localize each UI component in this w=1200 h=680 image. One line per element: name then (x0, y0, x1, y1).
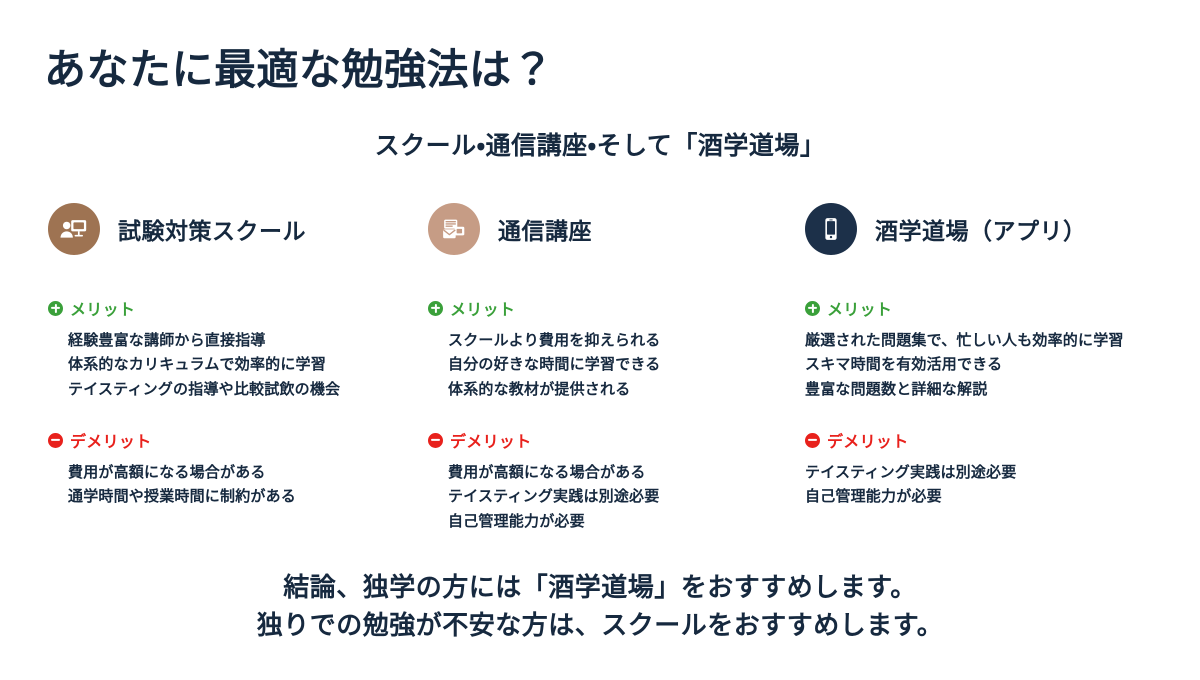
demerit-label-row: デメリット (805, 428, 1175, 452)
merit-label-row: メリット (428, 296, 798, 320)
list-item: 厳選された問題集で、忙しい人も効率的に学習 (805, 332, 1124, 349)
column-title: 試験対策スクール (118, 218, 306, 244)
plus-circle-icon (805, 300, 820, 316)
merit-label: メリット (450, 302, 516, 319)
presentation-person-icon (48, 203, 100, 255)
merit-list: スクールより費用を抑えられる 自分の好きな時間に学習できる 体系的な教材が提供さ… (428, 329, 798, 402)
demerit-label: デメリット (450, 434, 532, 451)
list-item: 豊富な問題数と詳細な解説 (805, 380, 988, 398)
minus-circle-icon (805, 432, 820, 448)
demerit-label: デメリット (827, 434, 909, 451)
comparison-column-app: 酒学道場（アプリ） メリット 厳選された問題集で、忙しい人も効率的に学習 スキマ… (805, 200, 1175, 505)
column-header: 試験対策スクール (48, 200, 418, 258)
column-title: 酒学道場（アプリ） (875, 218, 1087, 244)
page-title: あなたに最適な勉強法は？ (44, 46, 555, 94)
demerit-block: デメリット 費用が高額になる場合がある 通学時間や授業時間に制約がある (48, 428, 418, 510)
plus-circle-icon (428, 300, 443, 316)
merit-label-row: メリット (48, 296, 418, 320)
column-header: 酒学道場（アプリ） (805, 200, 1175, 258)
mail-envelope-icon (428, 203, 480, 255)
plus-circle-icon (48, 300, 63, 316)
comparison-column-correspondence: 通信講座 メリット スクールより費用を抑えられる 自分の好きな時間に学習できる … (428, 200, 798, 530)
merit-list: 厳選された問題集で、忙しい人も効率的に学習 スキマ時間を有効活用できる 豊富な問… (805, 329, 1175, 402)
merit-label-row: メリット (805, 296, 1175, 320)
conclusion-text: 結論、独学の方には「酒学道場」をおすすめします。 独りでの勉強が不安な方は、スク… (0, 568, 1200, 645)
page-subtitle: スクール・通信講座・そして「酒学道場」 (374, 132, 826, 160)
list-item: 自己管理能力が必要 (805, 488, 942, 506)
demerit-list: テイスティング実践は別途必要 自己管理能力が必要 (805, 461, 1175, 510)
merit-block: メリット スクールより費用を抑えられる 自分の好きな時間に学習できる 体系的な教… (428, 296, 798, 402)
list-item: 費用が高額になる場合がある (448, 464, 646, 481)
demerit-label-row: デメリット (428, 428, 798, 452)
list-item: 体系的な教材が提供される (448, 380, 631, 398)
list-item: 経験豊富な講師から直接指導 (68, 332, 266, 349)
demerit-label: デメリット (70, 434, 152, 451)
merit-label: メリット (827, 302, 893, 319)
column-title: 通信講座 (498, 218, 592, 244)
list-item: テイスティングの指導や比較試飲の機会 (68, 380, 341, 398)
conclusion-line-2: 独りでの勉強が不安な方は、スクールをおすすめします。 (256, 610, 944, 641)
merit-list: 経験豊富な講師から直接指導 体系的なカリキュラムで効率的に学習 テイスティングの… (48, 329, 418, 402)
demerit-list: 費用が高額になる場合がある テイスティング実践は別途必要 自己管理能力が必要 (428, 461, 798, 534)
demerit-block: デメリット 費用が高額になる場合がある テイスティング実践は別途必要 自己管理能… (428, 428, 798, 534)
list-item: 体系的なカリキュラムで効率的に学習 (68, 356, 326, 374)
list-item: 自分の好きな時間に学習できる (448, 356, 661, 374)
minus-circle-icon (48, 432, 63, 448)
list-item: スクールより費用を抑えられる (448, 332, 661, 349)
list-item: 自己管理能力が必要 (448, 512, 585, 530)
merit-label: メリット (70, 302, 136, 319)
conclusion-line-1: 結論、独学の方には「酒学道場」をおすすめします。 (283, 572, 917, 602)
list-item: テイスティング実践は別途必要 (805, 464, 1017, 481)
demerit-block: デメリット テイスティング実践は別途必要 自己管理能力が必要 (805, 428, 1175, 510)
minus-circle-icon (428, 432, 443, 448)
column-header: 通信講座 (428, 200, 798, 258)
list-item: 費用が高額になる場合がある (68, 464, 266, 481)
demerit-list: 費用が高額になる場合がある 通学時間や授業時間に制約がある (48, 461, 418, 510)
merit-block: メリット 厳選された問題集で、忙しい人も効率的に学習 スキマ時間を有効活用できる… (805, 296, 1175, 402)
smartphone-icon (805, 203, 857, 255)
list-item: 通学時間や授業時間に制約がある (68, 488, 297, 506)
comparison-columns: 試験対策スクール メリット 経験豊富な講師から直接指導 体系的なカリキュラムで効… (0, 200, 1200, 530)
comparison-column-school: 試験対策スクール メリット 経験豊富な講師から直接指導 体系的なカリキュラムで効… (48, 200, 418, 505)
merit-block: メリット 経験豊富な講師から直接指導 体系的なカリキュラムで効率的に学習 テイス… (48, 296, 418, 402)
demerit-label-row: デメリット (48, 428, 418, 452)
list-item: スキマ時間を有効活用できる (805, 356, 1003, 374)
list-item: テイスティング実践は別途必要 (448, 488, 660, 506)
